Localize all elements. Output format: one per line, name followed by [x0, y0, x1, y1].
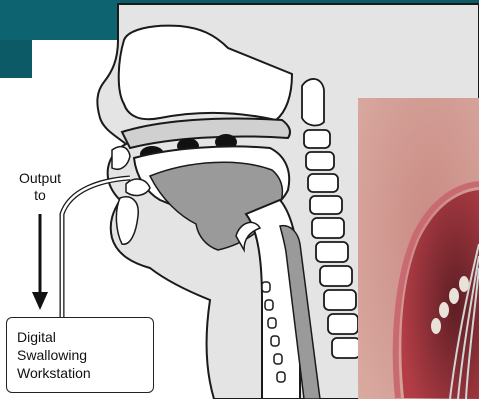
workstation-box: Digital Swallowing Workstation	[6, 317, 154, 393]
output-label-line1: Output	[19, 170, 61, 186]
workstation-line1: Digital	[17, 328, 153, 346]
workstation-line2: Swallowing	[17, 346, 153, 364]
workstation-line3: Workstation	[17, 364, 153, 382]
output-label: Output to	[14, 170, 66, 204]
arrow-down-icon	[32, 214, 48, 310]
output-label-line2: to	[34, 187, 46, 203]
mouth-photo-inset	[358, 98, 479, 399]
mouth-photo-illustration	[358, 98, 479, 399]
catheter-tip	[126, 179, 150, 195]
